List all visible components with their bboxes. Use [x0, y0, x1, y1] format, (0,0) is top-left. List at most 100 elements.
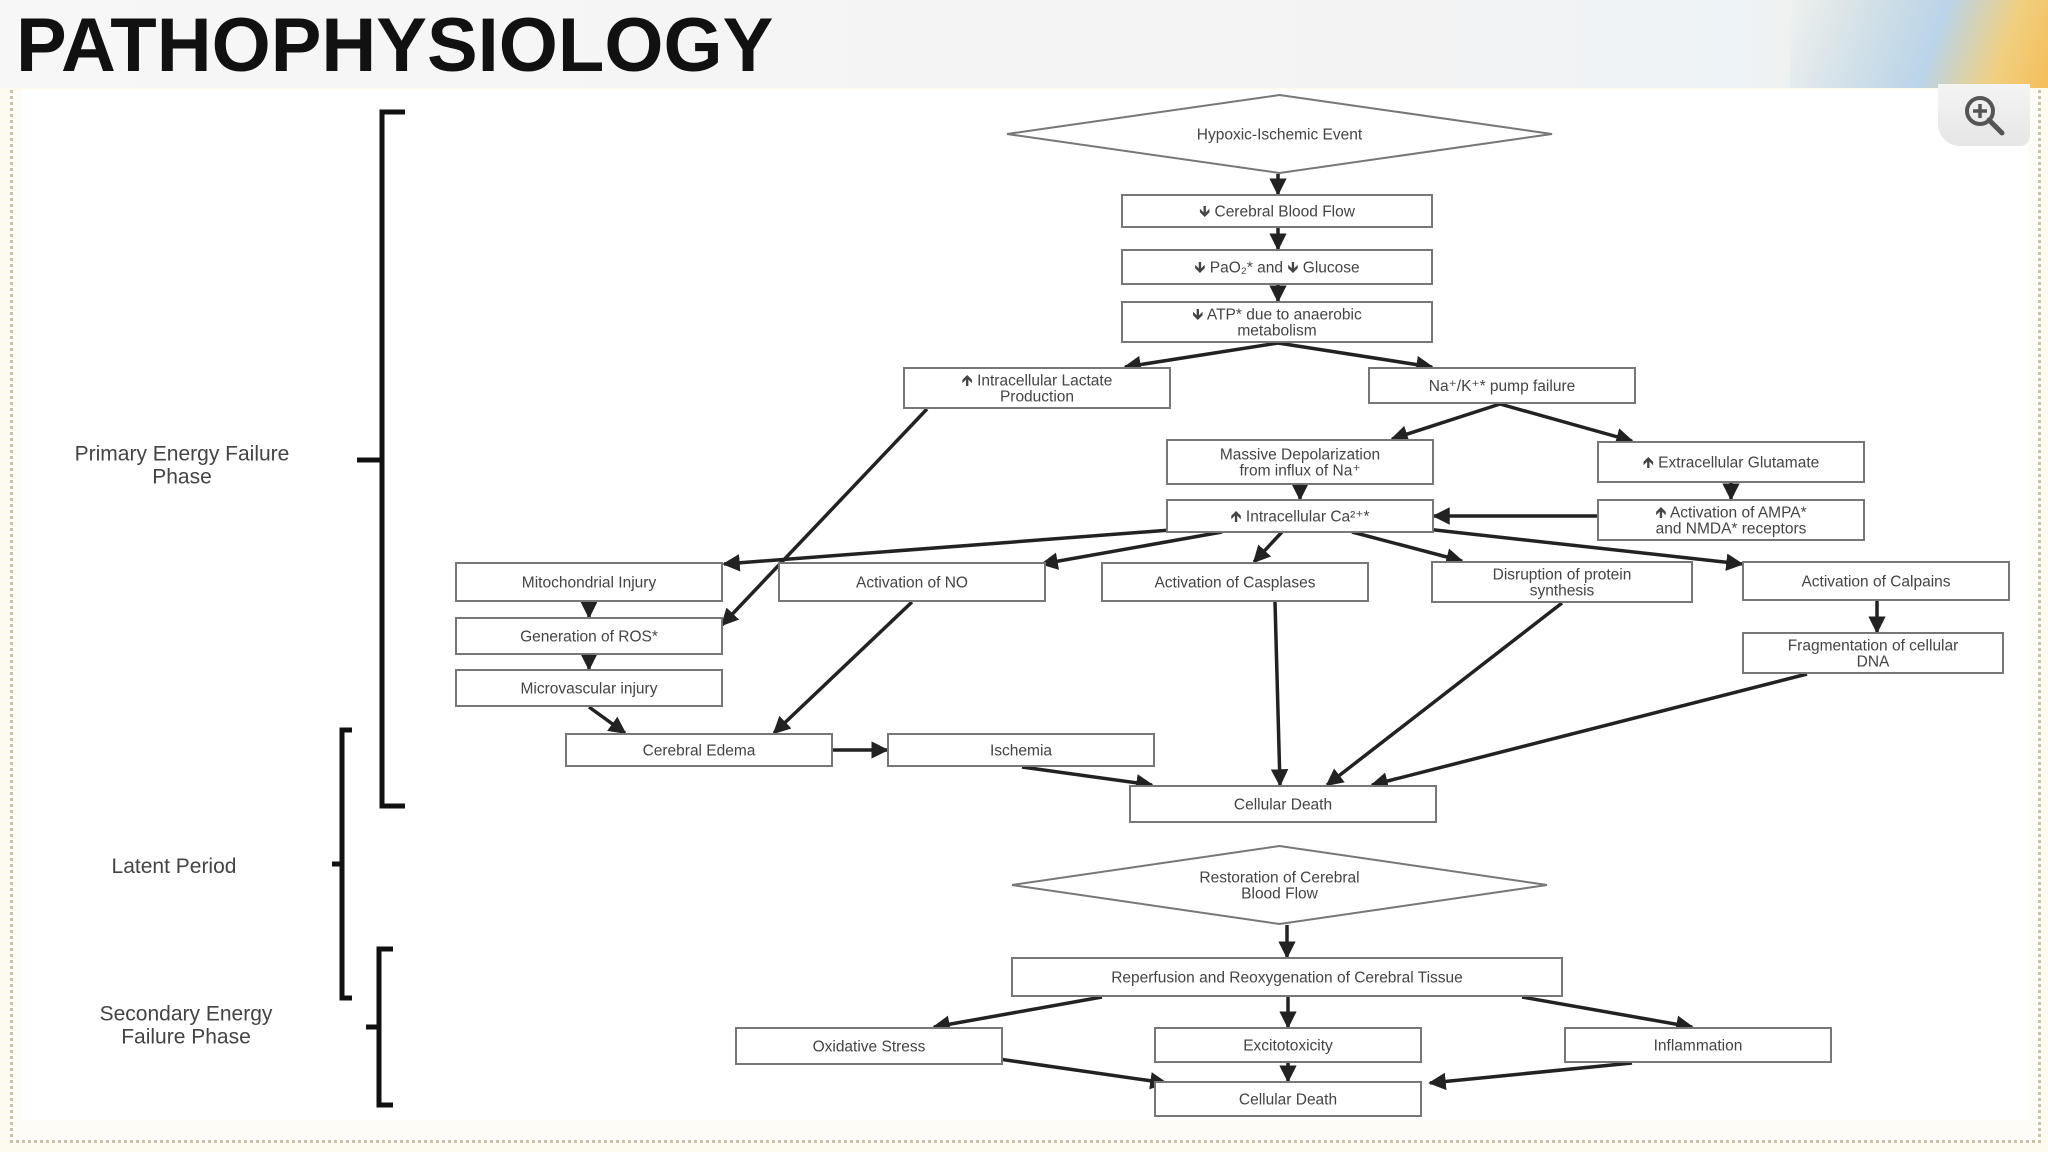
process-box — [1154, 1027, 1422, 1063]
flow-edges — [580, 174, 1886, 1091]
process-box — [1011, 957, 1563, 997]
edge-inflammation-to-death2 — [1428, 1061, 1633, 1091]
node-label: 🡻 Cerebral Blood Flow — [1199, 203, 1356, 220]
node-mito: Mitochondrial Injury — [455, 562, 723, 602]
node-label: 🡹 Activation of AMPA*and NMDA* receptors — [1655, 504, 1806, 537]
node-label: Na⁺/K⁺* pump failure — [1429, 378, 1575, 395]
node-label: Ischemia — [990, 742, 1052, 759]
node-label: Excitotoxicity — [1243, 1037, 1333, 1054]
process-box — [455, 562, 723, 602]
node-reperfusion: Reperfusion and Reoxygenation of Cerebra… — [1011, 957, 1563, 997]
process-box — [1597, 499, 1865, 541]
edge-reperfusion-to-oxidative — [932, 995, 1103, 1033]
process-box — [455, 669, 723, 707]
process-box — [1121, 194, 1433, 228]
process-box — [1166, 439, 1434, 485]
process-box — [1742, 632, 2004, 674]
primary-phase-bracket — [357, 109, 405, 809]
edge-pump-to-depolarization — [1390, 402, 1501, 443]
zoom-button[interactable] — [1938, 84, 2030, 146]
edge-no-to-edema — [772, 600, 914, 735]
node-death2: Cellular Death — [1154, 1081, 1422, 1117]
node-edema: Cerebral Edema — [565, 733, 833, 767]
node-oxidative: Oxidative Stress — [735, 1027, 1003, 1065]
edge-calcium-to-protein — [1351, 530, 1464, 566]
process-box — [1101, 562, 1369, 602]
node-label: Activation of Casplases — [1154, 574, 1315, 591]
phase-brackets — [332, 109, 405, 1108]
node-ampa: 🡹 Activation of AMPA*and NMDA* receptors — [1597, 499, 1865, 541]
process-box — [1121, 301, 1433, 343]
node-calpains: Activation of Calpains — [1742, 561, 2010, 601]
process-box — [1154, 1081, 1422, 1117]
node-label: 🡻 PaO₂* and 🡻 Glucose — [1194, 259, 1359, 276]
node-label: Inflammation — [1654, 1037, 1743, 1054]
node-label: Oxidative Stress — [813, 1038, 926, 1055]
node-pao2: 🡻 PaO₂* and 🡻 Glucose — [1121, 249, 1433, 285]
node-pump: Na⁺/K⁺* pump failure — [1368, 367, 1636, 404]
edge-protein-to-death1 — [1325, 601, 1564, 787]
edge-atp-to-lactate — [1123, 341, 1279, 374]
node-label: Mitochondrial Injury — [522, 574, 657, 591]
node-ros: Generation of ROS* — [455, 617, 723, 655]
decision-diamond — [1006, 93, 1553, 175]
node-excito: Excitotoxicity — [1154, 1027, 1422, 1063]
edge-reperfusion-to-inflammation — [1521, 995, 1694, 1033]
process-box — [778, 562, 1046, 602]
edge-lactate-to-ros — [720, 407, 929, 627]
edge-calcium-to-mito — [722, 526, 1198, 572]
edge-calcium-to-no — [1040, 530, 1223, 570]
edge-oxidative-to-death2 — [991, 1056, 1168, 1090]
node-label: Hypoxic-Ischemic Event — [1197, 126, 1363, 143]
process-box — [1121, 249, 1433, 285]
node-label: Activation of Calpains — [1801, 573, 1950, 590]
node-glutamate: 🡹 Extracellular Glutamate — [1597, 441, 1865, 483]
node-label: Cellular Death — [1234, 796, 1332, 813]
slide-header: PATHOPHYSIOLOGY — [0, 0, 2048, 88]
phase-label-latent: Latent Period — [112, 855, 237, 878]
node-label: Generation of ROS* — [520, 628, 658, 645]
process-box — [565, 733, 833, 767]
edge-calcium-to-calpains — [1416, 526, 1744, 571]
process-box — [735, 1027, 1003, 1065]
edge-calcium-to-caspases — [1252, 530, 1284, 564]
edge-atp-to-pump — [1277, 341, 1434, 374]
edge-pump-to-glutamate — [1499, 402, 1634, 446]
process-box — [903, 367, 1171, 409]
node-label: Activation of NO — [856, 574, 968, 591]
process-box — [887, 733, 1155, 767]
process-box — [455, 617, 723, 655]
edge-dna-to-death1 — [1370, 672, 1808, 790]
secondary-phase-bracket — [366, 946, 393, 1108]
process-box — [1129, 785, 1437, 823]
node-microvasc: Microvascular injury — [455, 669, 723, 707]
header-decoration — [1790, 0, 2048, 88]
node-label: 🡹 Extracellular Glutamate — [1643, 454, 1820, 471]
process-box — [1597, 441, 1865, 483]
node-label: 🡹 Intracellular Ca²⁺* — [1230, 508, 1369, 525]
node-no: Activation of NO — [778, 562, 1046, 602]
node-label: Microvascular injury — [521, 680, 658, 697]
edge-ischemia-to-death1 — [1021, 765, 1154, 792]
process-box — [1368, 367, 1636, 404]
edge-microvasc-to-edema — [587, 705, 627, 735]
zoom-in-icon — [1965, 96, 2005, 136]
node-label: Reperfusion and Reoxygenation of Cerebra… — [1111, 969, 1463, 986]
node-ischemia: Ischemia — [887, 733, 1155, 767]
process-box — [1431, 561, 1693, 603]
